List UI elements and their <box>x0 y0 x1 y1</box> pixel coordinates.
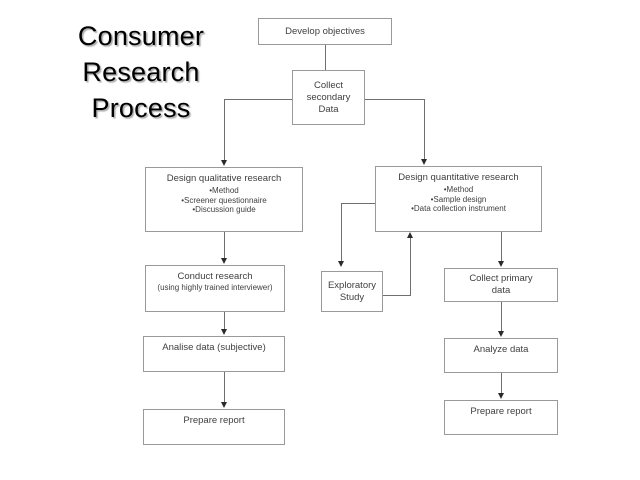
node-prepare-report-right-label: Prepare report <box>470 406 532 417</box>
node-analyze-data-label: Analyze data <box>473 344 529 355</box>
node-exploratory-study[interactable]: Exploratory Study <box>321 271 383 312</box>
node-design-qualitative-bullet-1: •Method <box>209 186 239 195</box>
arrow-to-prepare-report-right <box>497 393 504 399</box>
node-design-quantitative-research[interactable]: Design quantitative research •Method •Sa… <box>375 166 542 232</box>
node-collect-primary-line-2: data <box>491 285 511 296</box>
connector-secondary-left-vertical <box>224 99 225 161</box>
connector-conduct-to-analise <box>224 312 225 330</box>
node-exploratory-study-line-1: Exploratory <box>327 279 377 291</box>
node-conduct-research-title: Conduct research <box>177 271 253 282</box>
node-collect-secondary-data[interactable]: Collect secondary Data <box>292 70 365 125</box>
node-develop-objectives-label: Develop objectives <box>285 25 365 37</box>
connector-secondary-right-vertical <box>424 99 425 160</box>
connector-qualitative-to-conduct <box>224 232 225 259</box>
connector-quantitative-to-exploratory-horizontal <box>341 203 376 204</box>
connector-exploratory-to-quantitative-vertical <box>410 238 411 295</box>
node-conduct-research-subtitle: (using highly trained interviewer) <box>157 283 273 292</box>
node-collect-secondary-line-3: Data <box>318 103 339 115</box>
arrow-to-analise-data <box>220 329 227 335</box>
connector-exploratory-to-quantitative-horizontal <box>383 295 411 296</box>
connector-quantitative-to-primary <box>501 232 502 262</box>
node-design-qualitative-bullet-3: •Discussion guide <box>192 205 256 214</box>
arrow-to-qualitative <box>220 160 227 166</box>
node-design-quantitative-bullet-2: •Sample design <box>430 194 487 204</box>
node-design-qualitative-bullets: •Method •Screener questionnaire •Discuss… <box>181 186 267 215</box>
connector-analise-to-report <box>224 372 225 402</box>
connector-objectives-to-secondary <box>325 45 326 70</box>
arrow-to-analyze-data <box>497 331 504 337</box>
arrow-to-quantitative <box>420 159 427 165</box>
arrow-to-collect-primary-data <box>497 261 504 267</box>
node-collect-secondary-line-1: Collect <box>313 79 344 91</box>
node-design-quantitative-bullet-3: •Data collection instrument <box>411 204 506 213</box>
connector-quantitative-to-exploratory-vertical <box>341 203 342 262</box>
node-collect-secondary-line-2: secondary <box>306 91 351 103</box>
node-prepare-report-left[interactable]: Prepare report <box>143 409 285 445</box>
node-design-quantitative-bullet-1: •Method <box>443 185 474 194</box>
node-design-quantitative-bullets: •Method •Sample design •Data collection … <box>411 185 506 214</box>
arrow-to-conduct-research <box>220 258 227 264</box>
title-line-1: Consumer <box>77 21 205 51</box>
title-line-2: Research <box>82 57 200 87</box>
node-prepare-report-right[interactable]: Prepare report <box>444 400 558 435</box>
node-conduct-research[interactable]: Conduct research (using highly trained i… <box>145 265 285 312</box>
arrow-to-prepare-report-left <box>220 402 227 408</box>
page-title: Consumer Research Process <box>36 18 246 126</box>
connector-secondary-left-horizontal <box>224 99 292 100</box>
node-design-qualitative-research[interactable]: Design qualitative research •Method •Scr… <box>145 167 303 232</box>
connector-analyze-to-report <box>501 373 502 394</box>
node-develop-objectives[interactable]: Develop objectives <box>258 18 392 45</box>
node-collect-primary-data[interactable]: Collect primary data <box>444 268 558 302</box>
node-exploratory-study-line-2: Study <box>339 291 365 303</box>
node-collect-primary-line-1: Collect primary <box>469 273 533 284</box>
node-design-quantitative-title: Design quantitative research <box>398 172 519 183</box>
node-analise-data-label: Analise data (subjective) <box>162 342 266 353</box>
arrow-to-exploratory-study <box>337 261 344 267</box>
title-line-3: Process <box>91 93 191 123</box>
node-analyze-data[interactable]: Analyze data <box>444 338 558 373</box>
arrow-to-quantitative-bottom <box>406 232 413 238</box>
connector-primary-to-analyze <box>501 302 502 331</box>
connector-secondary-right-horizontal <box>365 99 424 100</box>
node-design-qualitative-bullet-2: •Screener questionnaire <box>181 195 267 205</box>
node-design-qualitative-title: Design qualitative research <box>166 173 282 184</box>
node-prepare-report-left-label: Prepare report <box>183 415 245 426</box>
node-analise-data-subjective[interactable]: Analise data (subjective) <box>143 336 285 372</box>
